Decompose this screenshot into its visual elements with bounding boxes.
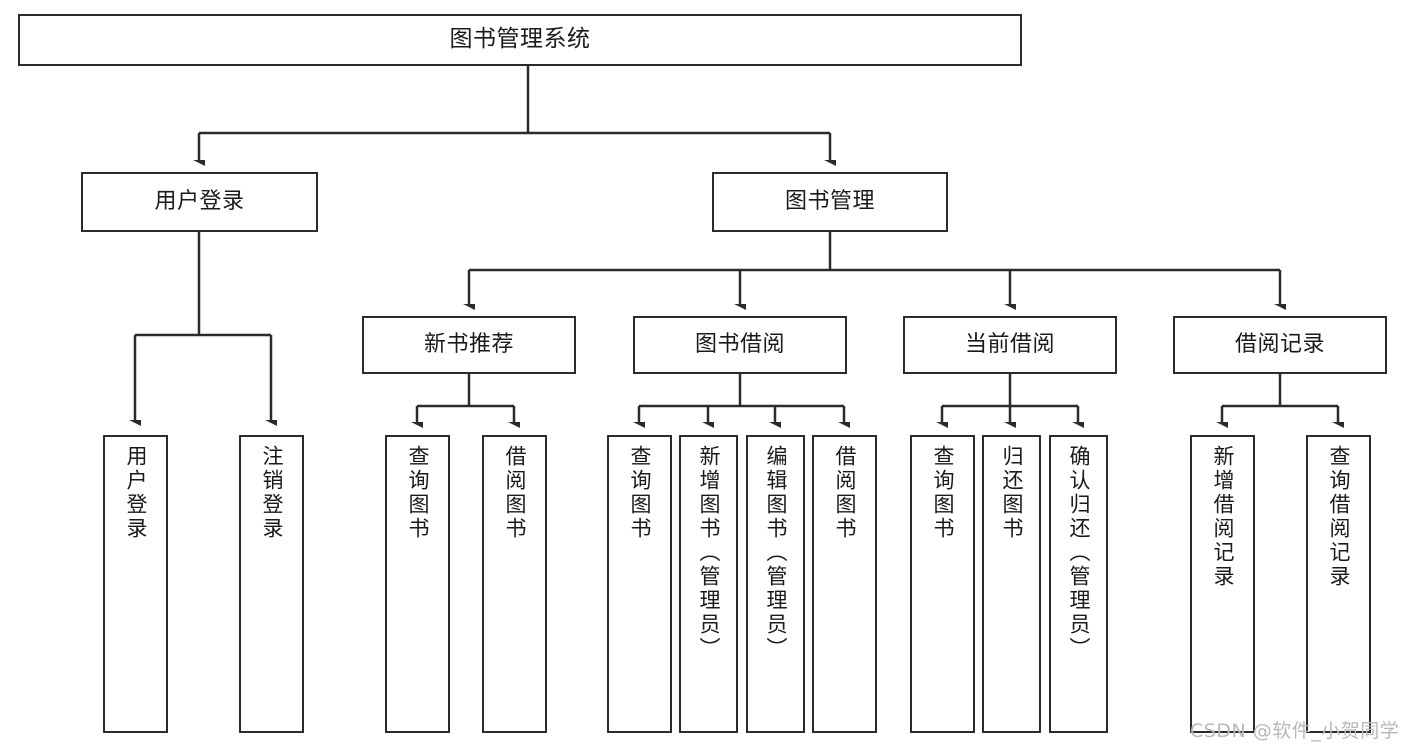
node-book-manage-label: 图书管理 — [784, 189, 875, 215]
node-leaf-query-book-3[interactable]: 查询图书 — [910, 435, 975, 733]
node-borrow-record[interactable]: 借阅记录 — [1173, 316, 1387, 374]
node-leaf-query-borrow-record-label: 查询借阅记录 — [1327, 445, 1351, 589]
node-leaf-logout-login-label: 注销登录 — [260, 445, 284, 541]
node-leaf-confirm-return-label: 确认归还（管理员） — [1067, 445, 1091, 661]
node-leaf-edit-book[interactable]: 编辑图书（管理员） — [746, 435, 805, 733]
node-current-borrow-label: 当前借阅 — [964, 332, 1055, 358]
node-user-login-label: 用户登录 — [154, 189, 245, 215]
node-leaf-return-book[interactable]: 归还图书 — [982, 435, 1041, 733]
node-leaf-query-book-2-label: 查询图书 — [628, 445, 652, 541]
node-leaf-query-book-2[interactable]: 查询图书 — [607, 435, 672, 733]
node-leaf-return-book-label: 归还图书 — [1000, 445, 1024, 541]
node-root[interactable]: 图书管理系统 — [18, 14, 1022, 66]
node-new-book-recommend[interactable]: 新书推荐 — [362, 316, 576, 374]
node-root-label: 图书管理系统 — [449, 26, 591, 53]
node-leaf-add-borrow-record-label: 新增借阅记录 — [1211, 445, 1235, 589]
node-leaf-edit-book-label: 编辑图书（管理员） — [764, 445, 788, 661]
node-leaf-add-borrow-record[interactable]: 新增借阅记录 — [1190, 435, 1255, 733]
node-leaf-borrow-book-1[interactable]: 借阅图书 — [482, 435, 547, 733]
node-book-manage[interactable]: 图书管理 — [712, 172, 948, 232]
node-leaf-query-borrow-record[interactable]: 查询借阅记录 — [1306, 435, 1371, 733]
node-leaf-borrow-book-2-label: 借阅图书 — [833, 445, 857, 541]
node-leaf-user-login-label: 用户登录 — [124, 445, 148, 541]
node-leaf-query-book-3-label: 查询图书 — [931, 445, 955, 541]
node-leaf-borrow-book-2[interactable]: 借阅图书 — [812, 435, 877, 733]
node-new-book-recommend-label: 新书推荐 — [423, 332, 514, 358]
node-leaf-add-book-label: 新增图书（管理员） — [697, 445, 721, 661]
node-leaf-borrow-book-1-label: 借阅图书 — [503, 445, 527, 541]
node-leaf-logout-login[interactable]: 注销登录 — [239, 435, 304, 733]
node-book-borrow[interactable]: 图书借阅 — [633, 316, 847, 374]
node-leaf-confirm-return[interactable]: 确认归还（管理员） — [1049, 435, 1108, 733]
watermark: CSDN @软件_小贺同学 — [1190, 720, 1400, 742]
node-leaf-add-book[interactable]: 新增图书（管理员） — [679, 435, 738, 733]
node-leaf-query-book-1[interactable]: 查询图书 — [385, 435, 450, 733]
node-current-borrow[interactable]: 当前借阅 — [903, 316, 1117, 374]
node-borrow-record-label: 借阅记录 — [1234, 332, 1325, 358]
node-leaf-query-book-1-label: 查询图书 — [406, 445, 430, 541]
node-user-login[interactable]: 用户登录 — [81, 172, 318, 232]
node-book-borrow-label: 图书借阅 — [694, 332, 785, 358]
node-leaf-user-login[interactable]: 用户登录 — [103, 435, 168, 733]
